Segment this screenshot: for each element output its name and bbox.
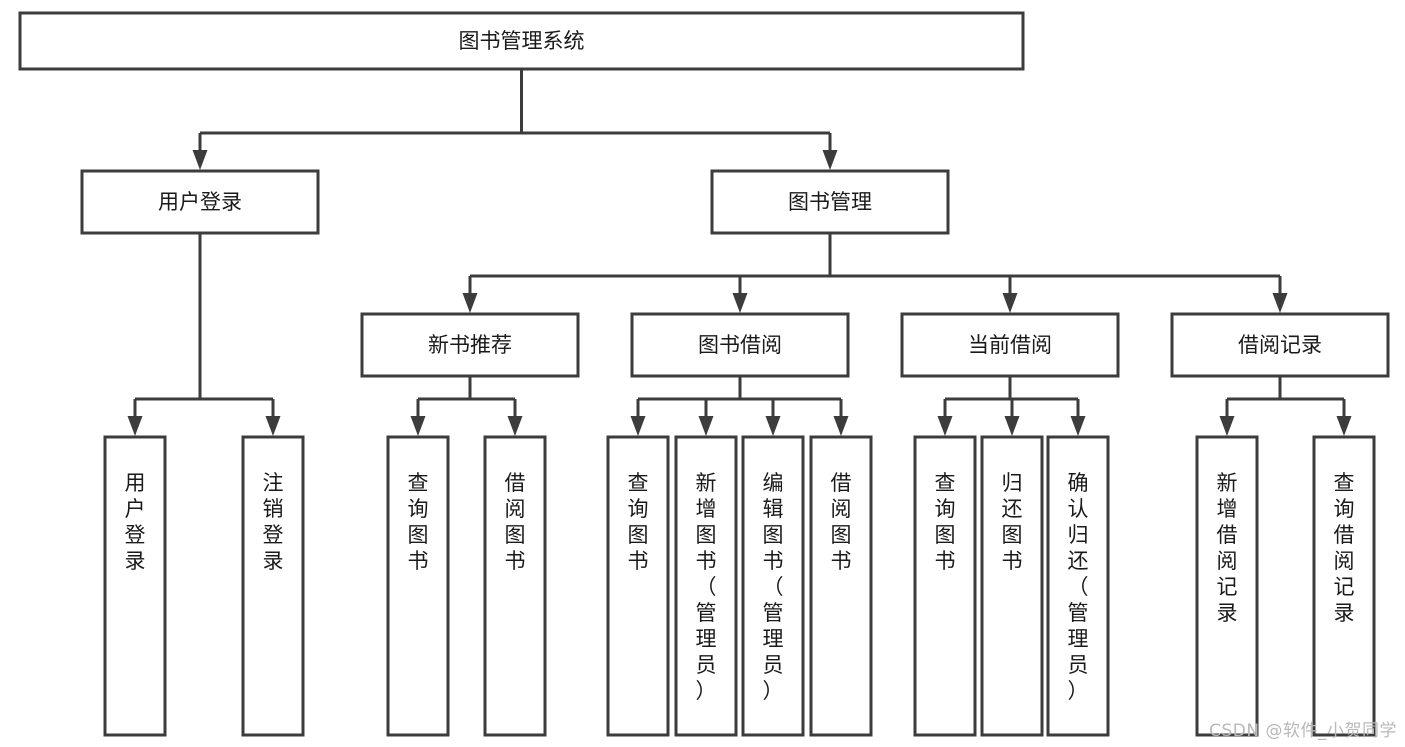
node-box-leaf-query-book-1 <box>386 435 450 737</box>
arrow-head-current-borrow <box>1002 293 1018 313</box>
node-label-leaf-edit-book: 编辑图书（管理员） <box>763 471 784 703</box>
node-label-current-borrow: 当前借阅 <box>968 333 1052 357</box>
node-box-leaf-user-logout <box>241 435 305 737</box>
node-box-new-book-recommend <box>360 312 580 378</box>
node-leaf-add-record[interactable]: 新增借阅记录 <box>1195 435 1259 737</box>
node-label-leaf-return-book: 归还图书 <box>1002 471 1023 573</box>
node-label-book-manage: 图书管理 <box>788 190 872 214</box>
node-root[interactable]: 图书管理系统 <box>18 11 1025 71</box>
node-leaf-borrow-book-2[interactable]: 借阅图书 <box>809 435 873 737</box>
node-label-new-book-recommend: 新书推荐 <box>428 333 512 357</box>
node-label-user-login: 用户登录 <box>158 190 242 214</box>
connector-group-book-borrow <box>630 376 849 436</box>
csdn-watermark: CSDN @软件_小贺同学 <box>1209 721 1397 741</box>
node-label-leaf-borrow-book-1: 借阅图书 <box>505 471 526 573</box>
node-book-manage[interactable]: 图书管理 <box>710 169 950 235</box>
node-box-leaf-query-book-2 <box>606 435 670 737</box>
connector-layer <box>127 69 1352 436</box>
node-leaf-add-book[interactable]: 新增图书（管理员） <box>674 435 738 737</box>
node-label-leaf-query-book-2: 查询图书 <box>628 471 649 573</box>
connector-group-borrow-record <box>1219 376 1352 436</box>
node-leaf-return-book[interactable]: 归还图书 <box>980 435 1044 737</box>
arrow-head-book-borrow <box>732 293 748 313</box>
arrow-head-leaf-query-record <box>1336 416 1352 436</box>
arrow-head-leaf-edit-book <box>765 416 781 436</box>
node-box-leaf-query-book-3 <box>913 435 977 737</box>
arrow-head-leaf-borrow-book-2 <box>833 416 849 436</box>
node-leaf-query-book-3[interactable]: 查询图书 <box>913 435 977 737</box>
node-label-leaf-confirm-return: 确认归还（管理员） <box>1068 471 1089 703</box>
node-box-leaf-edit-book <box>741 435 805 737</box>
node-box-leaf-add-record <box>1195 435 1259 737</box>
node-label-leaf-user-logout: 注销登录 <box>263 471 284 573</box>
node-leaf-user-logout[interactable]: 注销登录 <box>241 435 305 737</box>
node-borrow-record[interactable]: 借阅记录 <box>1170 312 1390 378</box>
arrow-head-leaf-borrow-book-1 <box>507 416 523 436</box>
arrow-head-borrow-record <box>1272 293 1288 313</box>
node-leaf-edit-book[interactable]: 编辑图书（管理员） <box>741 435 805 737</box>
node-box-book-manage <box>710 169 950 235</box>
node-box-leaf-confirm-return <box>1046 435 1110 737</box>
node-leaf-user-login[interactable]: 用户登录 <box>103 435 167 737</box>
arrow-head-leaf-confirm-return <box>1070 416 1086 436</box>
node-label-leaf-query-book-1: 查询图书 <box>408 471 429 573</box>
arrow-head-leaf-user-logout <box>265 416 281 436</box>
node-box-leaf-borrow-book-1 <box>483 435 547 737</box>
arrow-head-leaf-query-book-3 <box>937 416 953 436</box>
node-box-leaf-borrow-book-2 <box>809 435 873 737</box>
arrow-head-new-book-recommend <box>462 293 478 313</box>
node-box-leaf-return-book <box>980 435 1044 737</box>
arrow-head-book-manage <box>822 150 838 170</box>
node-label-borrow-record: 借阅记录 <box>1238 333 1322 357</box>
node-new-book-recommend[interactable]: 新书推荐 <box>360 312 580 378</box>
arrow-head-leaf-add-book <box>698 416 714 436</box>
node-label-leaf-query-record: 查询借阅记录 <box>1334 471 1355 625</box>
node-box-current-borrow <box>900 312 1120 378</box>
node-box-borrow-record <box>1170 312 1390 378</box>
node-label-leaf-borrow-book-2: 借阅图书 <box>831 471 852 573</box>
node-label-leaf-query-book-3: 查询图书 <box>935 471 956 573</box>
connector-group-user-login <box>127 233 281 436</box>
node-leaf-borrow-book-1[interactable]: 借阅图书 <box>483 435 547 737</box>
connector-group-new-book-recommend <box>410 376 523 436</box>
connector-group-current-borrow <box>937 376 1086 436</box>
node-layer: 图书管理系统用户登录图书管理新书推荐图书借阅当前借阅借阅记录用户登录注销登录查询… <box>18 11 1390 737</box>
arrow-head-leaf-query-book-1 <box>410 416 426 436</box>
arrow-head-user-login <box>192 150 208 170</box>
node-label-book-borrow: 图书借阅 <box>698 333 782 357</box>
node-label-leaf-add-record: 新增借阅记录 <box>1217 471 1238 625</box>
node-label-root: 图书管理系统 <box>459 29 585 53</box>
connector-group-book-manage <box>462 233 1288 313</box>
node-box-leaf-query-record <box>1312 435 1376 737</box>
arrow-head-leaf-user-login <box>127 416 143 436</box>
node-leaf-query-book-1[interactable]: 查询图书 <box>386 435 450 737</box>
node-box-book-borrow <box>630 312 850 378</box>
node-label-leaf-add-book: 新增图书（管理员） <box>696 471 717 703</box>
node-leaf-query-record[interactable]: 查询借阅记录 <box>1312 435 1376 737</box>
connector-group-root <box>192 69 838 170</box>
node-book-borrow[interactable]: 图书借阅 <box>630 312 850 378</box>
arrow-head-leaf-query-book-2 <box>630 416 646 436</box>
node-current-borrow[interactable]: 当前借阅 <box>900 312 1120 378</box>
node-leaf-query-book-2[interactable]: 查询图书 <box>606 435 670 737</box>
node-box-leaf-user-login <box>103 435 167 737</box>
node-box-root <box>18 11 1025 71</box>
node-box-leaf-add-book <box>674 435 738 737</box>
node-label-leaf-user-login: 用户登录 <box>125 471 146 573</box>
node-leaf-confirm-return[interactable]: 确认归还（管理员） <box>1046 435 1110 737</box>
node-box-user-login <box>80 169 320 235</box>
node-user-login[interactable]: 用户登录 <box>80 169 320 235</box>
arrow-head-leaf-return-book <box>1004 416 1020 436</box>
arrow-head-leaf-add-record <box>1219 416 1235 436</box>
